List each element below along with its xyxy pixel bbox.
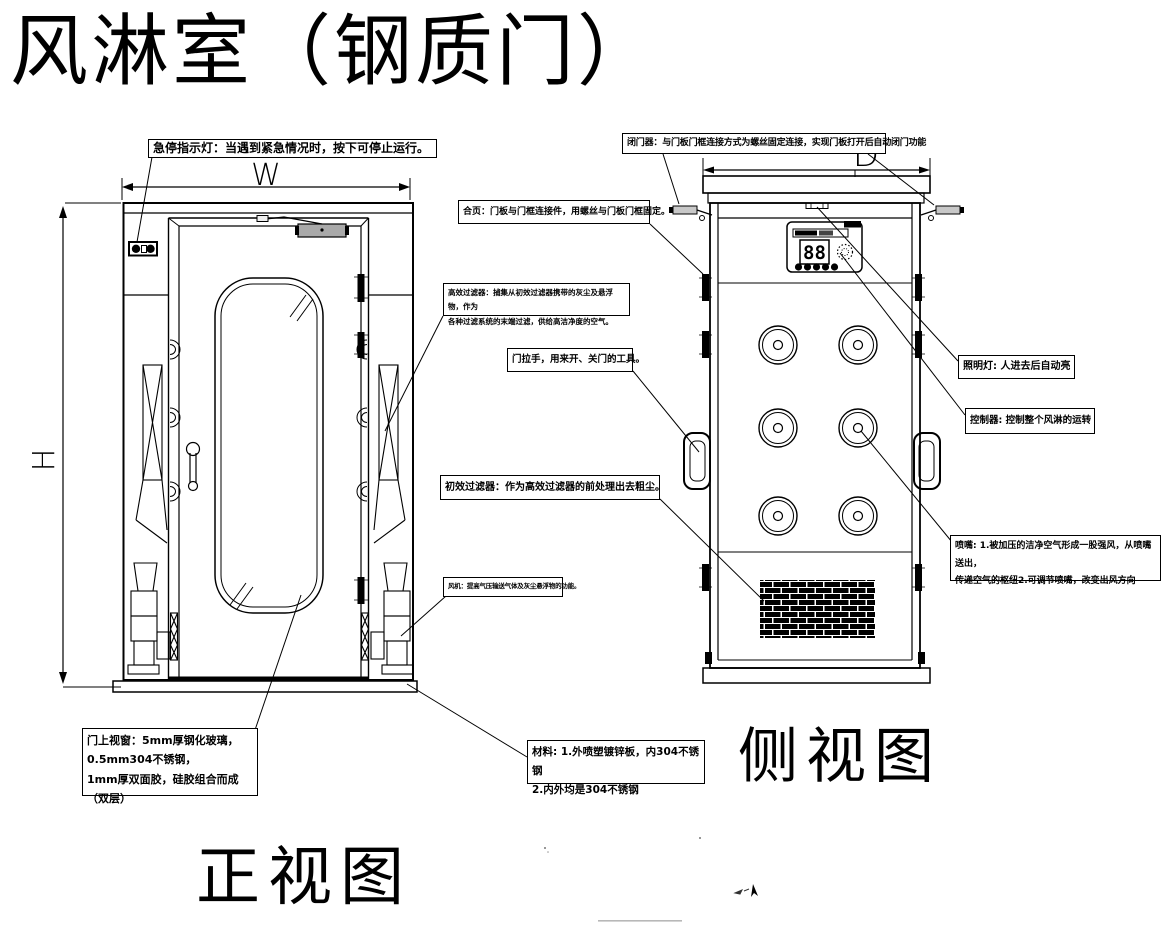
side-view-drawing: D [669,135,964,684]
door-closer-device-front [256,215,349,238]
front-view-label: 正视图 [196,841,412,915]
leader-door-handle [632,370,700,453]
front-louver-arcs [169,339,368,502]
front-view-drawing: W H [27,158,418,693]
front-cabinet-shell [122,202,414,681]
segment-display-value: 88 [803,242,826,264]
callout-material: 材料: 1.外喷塑镀锌板，内304不锈钢 2.内外均是304不锈钢 [527,740,705,796]
leader-pre-filter [659,498,765,602]
leader-fan [400,595,447,637]
callout-door-handle: 门拉手，用来开、关门的工具。 [507,348,645,372]
door-handle-front [185,441,201,492]
callout-controller: 控制器: 控制整个风淋的运转 [965,408,1095,434]
drawing-title: 风淋室（钢质门） [10,7,659,97]
front-height-dimension: H [27,202,121,688]
leader-nozzle [860,430,953,543]
leader-lighting [816,206,959,362]
callout-hepa-filter: 高效过滤器：捕集从初效过滤器携带的灰尘及悬浮物，作为 各种过滤系统的末端过滤，供… [443,283,630,326]
callout-door-closer: 闭门器：与门板门框连接方式为螺丝固定连接，实现门板打开后自动闭门功能 [622,133,926,154]
leader-door-window [254,594,302,731]
leader-door-closer-right [867,153,935,206]
front-filter-boxes [135,364,406,544]
front-base [112,676,418,693]
side-door-closers [669,205,964,221]
leader-controller [839,252,966,416]
leader-emergency-light [136,156,153,243]
front-hinges [354,274,368,604]
stray-marks [544,837,758,922]
panel-buttons [794,263,839,271]
side-hinges [699,274,925,591]
front-width-label: W [251,158,281,193]
leader-door-closer-left [662,153,680,205]
side-door-handles [683,432,941,490]
door-window [214,277,324,614]
side-base [702,652,931,684]
side-view-label: 侧视图 [738,722,942,792]
callout-nozzle: 喷嘴: 1.被加压的洁净空气形成一股强风，从喷嘴送出， 传递空气的枢纽2.可调节… [950,535,1161,586]
nozzles [758,325,878,536]
leader-material [406,683,528,758]
emergency-stop-light [128,241,158,257]
front-fan-assemblies [127,562,414,675]
callout-emergency-light: 急停指示灯：当遇到紧急情况时，按下可停止运行。 [148,139,437,158]
callout-door-window: 门上视窗：5mm厚钢化玻璃， 0.5mm304不锈钢， 1mm厚双面胶，硅胶组合… [82,728,258,805]
callout-lighting: 照明灯: 人进去后自动亮 [958,355,1075,379]
segment-display [799,239,830,265]
callout-fan: 风机：提高气压输送气体及灰尘悬浮物的功能。 [443,577,581,597]
intake-grille [760,580,875,638]
callout-hinge: 合页：门板与门框连接件，用螺丝与门板门框固定。 [458,200,670,224]
front-height-label: H [27,449,62,472]
leader-lines [136,153,966,758]
ceiling-lamp [805,202,829,209]
callout-pre-filter: 初效过滤器：作为高效过滤器的前处理出去粗尘。 [440,475,665,500]
front-width-dimension: W [121,158,411,200]
leader-hinge [649,223,704,275]
control-panel: 88 [786,221,863,273]
leader-hepa-filter [384,315,444,432]
